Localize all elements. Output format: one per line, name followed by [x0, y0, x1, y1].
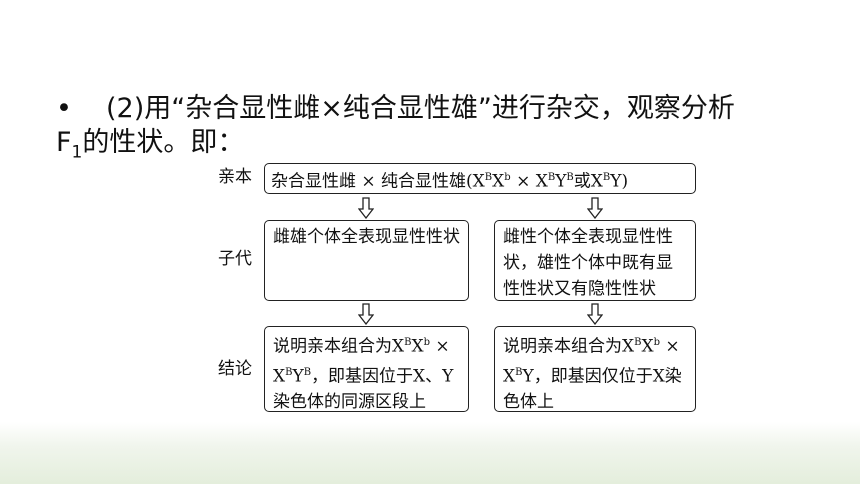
- bullet: •: [56, 93, 72, 124]
- label-parents: 亲本: [218, 167, 252, 187]
- offspring-box-left: 雌雄个体全表现显性性状: [264, 220, 469, 301]
- conclusion-box-right: 说明亲本组合为XBXb × XBY，即基因仅位于X染色体上: [494, 326, 696, 412]
- intro-text-2: 的性状。即：: [82, 127, 245, 158]
- arrow-down-icon: [587, 197, 603, 219]
- bottom-decoration-band: [0, 422, 860, 484]
- intro-text-1: (2)用“杂合显性雌×纯合显性雄”进行杂交，观察分析: [106, 93, 735, 124]
- f-letter: F: [56, 127, 72, 158]
- parents-box: 杂合显性雌 × 纯合显性雄(XBXb × XBYB或XBY): [264, 163, 696, 194]
- f-subscript: 1: [71, 142, 83, 163]
- offspring-box-right: 雌性个体全表现显性性状，雄性个体中既有显性性状又有隐性性状: [494, 220, 696, 301]
- label-conclusion: 结论: [218, 359, 252, 379]
- arrow-down-icon: [587, 303, 603, 325]
- arrow-down-icon: [358, 197, 374, 219]
- conclusion-box-left: 说明亲本组合为XBXb × XBYB，即基因位于X、Y染色体的同源区段上: [264, 326, 469, 412]
- arrow-down-icon: [358, 303, 374, 325]
- intro-paragraph: • (2)用“杂合显性雌×纯合显性雄”进行杂交，观察分析 F1的性状。即：: [56, 92, 816, 169]
- label-offspring: 子代: [218, 249, 252, 269]
